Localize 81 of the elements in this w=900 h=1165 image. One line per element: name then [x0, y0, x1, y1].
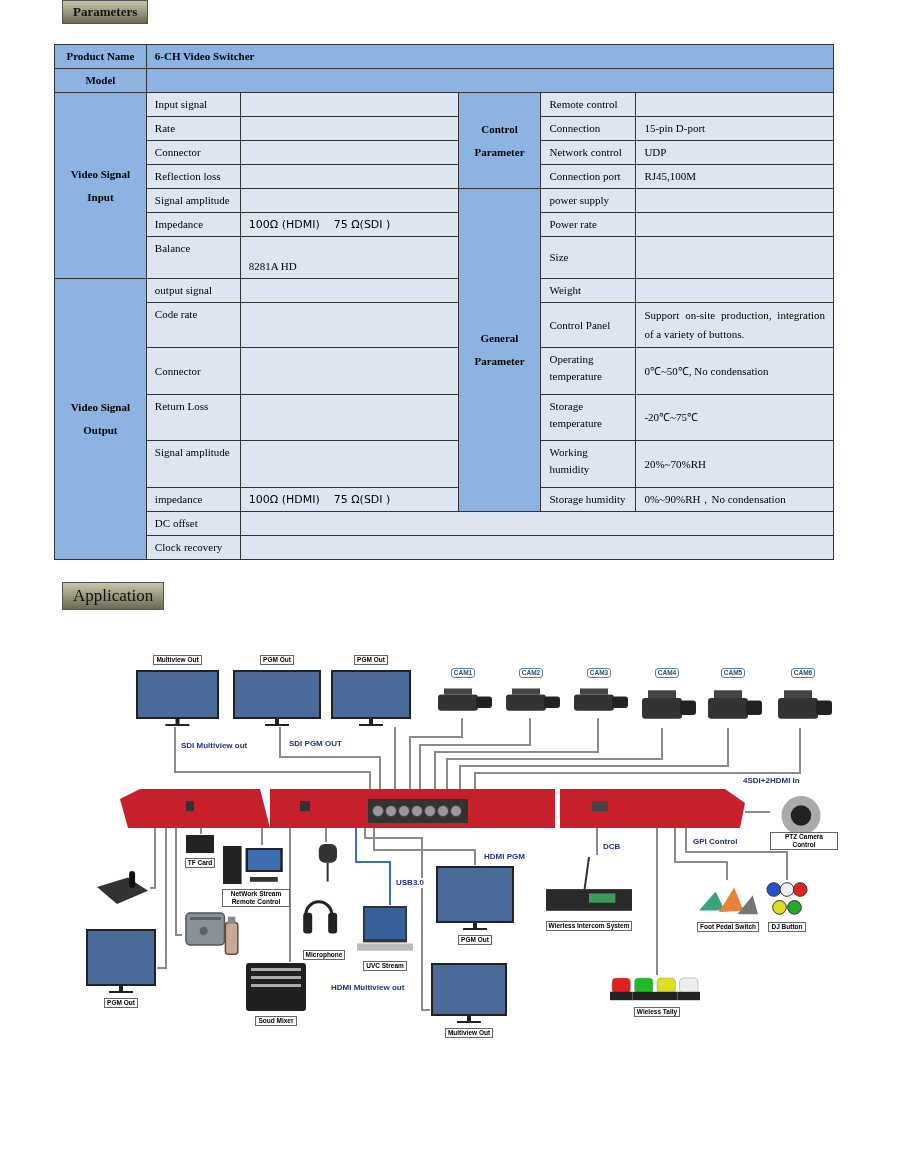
table-cell: Signal amplitude	[146, 440, 241, 488]
cable-line	[434, 717, 599, 790]
cable-line	[175, 827, 183, 936]
cable-line	[409, 717, 463, 790]
table-cell: Power rate	[540, 212, 636, 237]
table-cell: Connector	[146, 140, 241, 165]
table-cell: Signal amplitude	[146, 188, 241, 213]
table-cell: Connection	[540, 116, 636, 141]
cable-line	[656, 827, 658, 976]
table-cell: 0%~90%RH，No condensation	[635, 487, 834, 512]
edge-label: 4SDI+2HDMI In	[742, 776, 801, 786]
cable-line	[474, 727, 801, 790]
table-cell: Balance	[146, 236, 241, 279]
cable-line	[596, 827, 598, 856]
table-cell: impedance	[146, 487, 241, 512]
video-switcher-drawing	[120, 789, 745, 829]
cable-line	[149, 827, 156, 889]
table-cell: Weight	[540, 278, 636, 303]
edge-label: SDI Multiview out	[180, 741, 249, 751]
table-cell: DC offset	[146, 511, 241, 536]
table-cell: 0℃~50℃, No condensation	[635, 347, 834, 395]
table-cell: 8281A HD	[240, 236, 459, 279]
table-cell: Storage humidity	[540, 487, 636, 512]
table-cell: 100Ω (HDMI) 75 Ω(SDI )	[240, 212, 459, 237]
table-cell: Control Panel	[540, 302, 636, 348]
table-cell: 20%~70%RH	[635, 440, 834, 488]
table-cell: Input signal	[146, 92, 241, 117]
table-cell: 100Ω (HDMI) 75 Ω(SDI )	[240, 487, 459, 512]
row-header: Model	[54, 68, 147, 93]
cable-line	[419, 717, 531, 790]
table-cell: Reflection loss	[146, 164, 241, 189]
cable-line	[394, 726, 396, 790]
table-cell: Clock recovery	[146, 535, 241, 560]
row-header: General Parameter	[458, 188, 541, 512]
cable-line	[744, 811, 771, 813]
cable-line	[174, 726, 371, 790]
table-cell: -20℃~75℃	[635, 394, 834, 441]
table-cell: 15-pin D-port	[635, 116, 834, 141]
table-cell: output signal	[146, 278, 241, 303]
row-header: Video Signal Input	[54, 92, 147, 279]
edge-label: HDMI PGM	[483, 852, 526, 862]
edge-label: HDMI Multiview out	[330, 983, 406, 993]
cable-line	[261, 827, 263, 846]
table-cell: Network control	[540, 140, 636, 165]
cable-line	[200, 827, 202, 835]
table-cell: 6-CH Video Switcher	[146, 44, 834, 69]
table-cell: Working humidity	[540, 440, 636, 488]
table-cell: Connector	[146, 347, 241, 395]
table-cell: Operating temperature	[540, 347, 636, 395]
section-heading: Parameters	[62, 0, 149, 24]
edge-label: USB3.0	[395, 878, 425, 888]
table-cell: Storage temperature	[540, 394, 636, 441]
cable-line	[289, 827, 291, 963]
table-cell: Code rate	[146, 302, 241, 348]
cable-line	[685, 827, 788, 881]
table-cell: RJ45,100M	[635, 164, 834, 189]
cable-line	[156, 827, 167, 969]
table-cell: Rate	[146, 116, 241, 141]
edge-label: GPI Control	[692, 837, 739, 847]
cable-line	[373, 827, 476, 866]
cable-line	[674, 827, 728, 881]
cable-line	[364, 827, 431, 1011]
cable-line	[459, 727, 729, 790]
cable-line	[446, 727, 663, 790]
table-cell: Connection port	[540, 164, 636, 189]
row-header: Product Name	[54, 44, 147, 69]
cable-line	[325, 827, 327, 843]
cable-line	[355, 827, 391, 906]
table-cell: Size	[540, 236, 636, 279]
table-cell: power supply	[540, 188, 636, 213]
edge-label: SDI PGM OUT	[288, 739, 343, 749]
table-cell: Impedance	[146, 212, 241, 237]
row-header: Video Signal Output	[54, 278, 147, 560]
table-cell: UDP	[635, 140, 834, 165]
section-heading: Application	[62, 582, 165, 610]
table-cell: Return Loss	[146, 394, 241, 441]
cable-line	[279, 726, 381, 790]
table-cell: Remote control	[540, 92, 636, 117]
table-cell: Support on-site production, integration of a variety of buttons.	[635, 302, 834, 348]
row-header: Control Parameter	[458, 92, 541, 189]
edge-label: DCB	[602, 842, 622, 852]
